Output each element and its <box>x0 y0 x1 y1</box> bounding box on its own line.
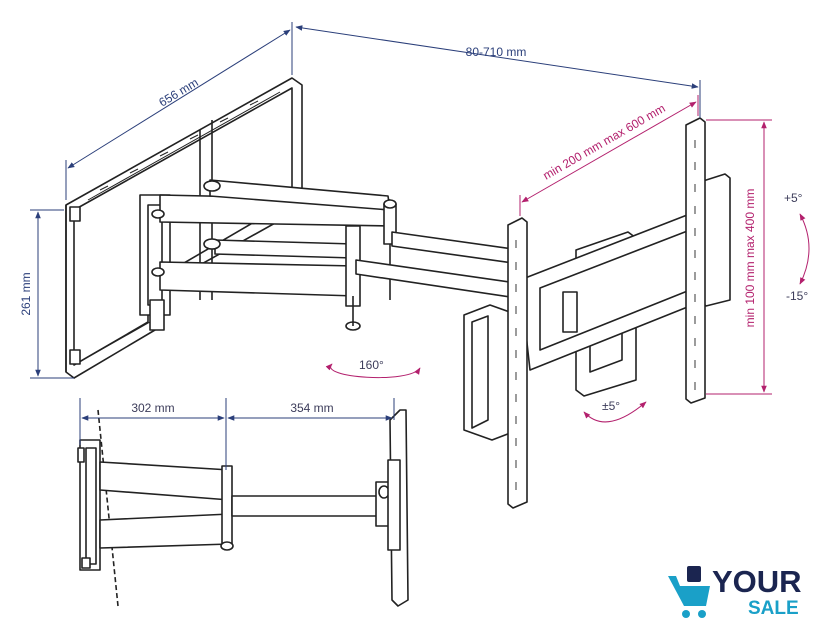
tilt-head <box>463 173 731 441</box>
wall-plate <box>65 77 303 379</box>
front-arm <box>355 231 531 301</box>
vesa-horizontal-label: min 200 mm max 600 mm <box>541 101 668 182</box>
arm-segment-1-label: 302 mm <box>131 401 174 415</box>
wall-line <box>97 409 119 607</box>
logo-word-sale: SALE <box>748 598 799 619</box>
tilt-down-label: -15° <box>786 289 808 303</box>
blue-dimensions <box>30 22 701 470</box>
swivel-arc <box>325 363 421 379</box>
shopping-cart-icon <box>668 566 710 618</box>
rotate-arc <box>583 401 647 423</box>
vesa-vertical-label: min 100 mm max 400 mm <box>743 189 757 328</box>
extension-label: 80-710 mm <box>466 45 527 59</box>
your-sale-logo: YOUR SALE <box>668 564 802 619</box>
arm-segment-2-label: 354 mm <box>290 401 333 415</box>
logo-word-your: YOUR <box>712 564 802 599</box>
height-label: 261 mm <box>19 272 33 315</box>
rear-arms <box>151 179 397 331</box>
depth-label: 656 mm <box>156 75 200 109</box>
pink-dimensions <box>325 95 810 423</box>
tilt-arc <box>799 213 810 285</box>
vesa-rails <box>507 117 706 509</box>
side-view <box>77 409 409 607</box>
swivel-label: 160° <box>359 358 384 372</box>
rotate-label: ±5° <box>602 399 620 413</box>
tilt-up-label: +5° <box>784 191 803 205</box>
